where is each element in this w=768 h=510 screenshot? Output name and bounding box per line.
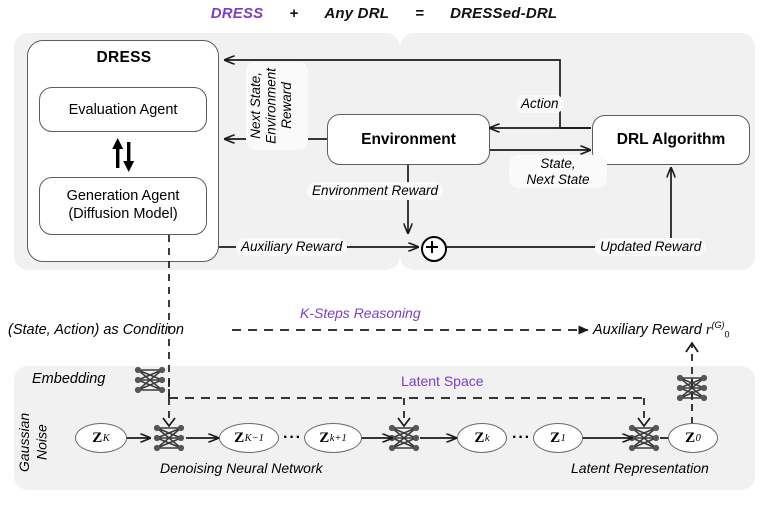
edge-label-next-state-line2: Environment — [263, 68, 279, 144]
title-dressed-drl: DRESSed-DRL — [450, 4, 558, 22]
generation-agent-box: Generation Agent (Diffusion Model) — [39, 177, 207, 235]
auxiliary-reward-symbol: r — [705, 321, 712, 338]
evaluation-agent-label: Evaluation Agent — [68, 101, 178, 118]
edge-label-next-state-line3: Reward — [279, 82, 295, 130]
bidirectional-arrows-icon — [104, 138, 144, 172]
gaussian-noise-line2: Noise — [33, 424, 50, 460]
latent-node-z0-base: Z — [685, 429, 696, 446]
latent-node-z1-sub: 1 — [560, 432, 566, 444]
environment-box: Environment — [327, 114, 490, 165]
reward-sum-operator — [421, 236, 447, 262]
edge-label-next-state-env-reward: Next State, Environment Reward — [246, 62, 308, 150]
chain-ellipsis-left: ··· — [283, 429, 302, 446]
auxiliary-reward-subscript: 0 — [724, 329, 730, 340]
latent-node-zk-base: Z — [92, 429, 103, 446]
auxiliary-reward-superscript: (G) — [711, 320, 725, 330]
edge-label-state-next-state: State, Next State — [509, 155, 607, 189]
generation-agent-label-line2: (Diffusion Model) — [68, 206, 178, 222]
diagram-title: DRESS + Any DRL = DRESSed-DRL — [0, 0, 768, 26]
edge-label-environment-reward: Environment Reward — [307, 182, 444, 200]
latent-node-zk-plus-1-sub: k+1 — [329, 432, 347, 444]
k-steps-reasoning-label: K-Steps Reasoning — [300, 305, 421, 321]
latent-representation-label: Latent Representation — [571, 460, 709, 476]
title-equals-symbol: = — [415, 4, 425, 22]
evaluation-agent-box: Evaluation Agent — [39, 87, 207, 132]
latent-space-label: Latent Space — [401, 373, 484, 389]
denoising-network-label: Denoising Neural Network — [160, 460, 323, 476]
edge-label-state-line1: State, — [540, 156, 576, 171]
dress-box-title: DRESS — [96, 49, 152, 66]
title-plus-symbol: + — [289, 4, 299, 22]
title-any-drl: Any DRL — [324, 4, 390, 22]
latent-node-zk-small-sub: k — [484, 432, 490, 444]
drl-algorithm-box: DRL Algorithm — [592, 115, 750, 165]
chain-ellipsis-right: ··· — [512, 429, 531, 446]
edge-label-action: Action — [516, 95, 564, 113]
generation-agent-label-line1: Generation Agent — [66, 188, 180, 205]
drl-algorithm-label: DRL Algorithm — [616, 131, 726, 148]
condition-label: (State, Action) as Condition — [8, 322, 184, 338]
latent-node-zk-plus-1-base: Z — [319, 429, 330, 446]
latent-node-zk-small-base: Z — [474, 429, 485, 446]
latent-node-zk-minus-1-sub: K−1 — [244, 432, 264, 444]
edge-label-state-line2: Next State — [526, 171, 590, 187]
title-dress: DRESS — [210, 4, 264, 22]
edge-label-updated-reward: Updated Reward — [595, 238, 707, 256]
embedding-label: Embedding — [32, 371, 106, 387]
gaussian-noise-line1: Gaussian — [16, 412, 32, 472]
auxiliary-reward-output-label: Auxiliary Reward r(G)0 — [593, 320, 730, 340]
latent-node-zk-minus-1-base: Z — [234, 429, 245, 446]
edge-label-auxiliary-reward: Auxiliary Reward — [236, 238, 348, 256]
auxiliary-reward-output-text: Auxiliary Reward — [593, 321, 702, 338]
latent-node-zk-sub: K — [102, 432, 110, 444]
edge-label-next-state-line1: Next State, — [248, 72, 263, 140]
gaussian-noise-label: Gaussian Noise — [16, 398, 78, 486]
latent-node-z0-sub: 0 — [695, 432, 701, 444]
latent-node-z1-base: Z — [550, 429, 561, 446]
environment-label: Environment — [361, 130, 456, 148]
